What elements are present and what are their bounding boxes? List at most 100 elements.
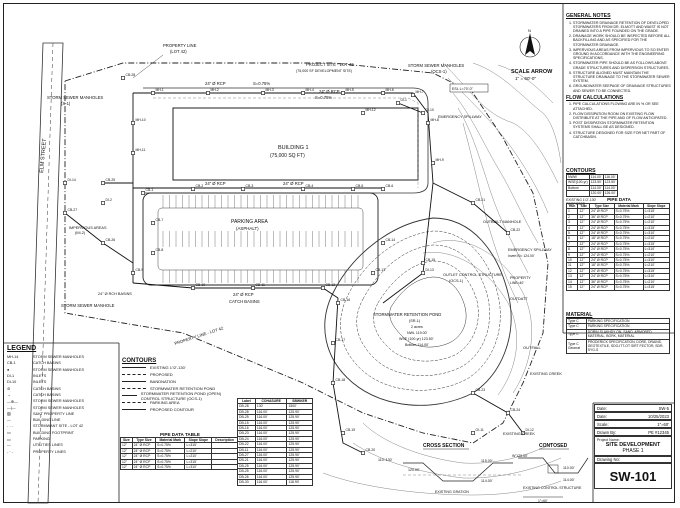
contour-legend-label: STORMWATER RETENTION POND	[150, 386, 216, 391]
legend-item: ●STORM SEWER MANHOLES	[7, 367, 119, 373]
storm-manholes-top: STORM SEWER MANHOLES	[408, 63, 464, 68]
existing-creek-label-2: EXISTING CREEK	[503, 432, 535, 436]
structure-marker	[341, 431, 345, 435]
north-arrow-icon: N	[519, 28, 541, 58]
table-cell: DB-21	[237, 457, 256, 464]
structure-label: CB-6	[386, 184, 394, 188]
table-cell: DORIN SLAKHDY ON, SAND, ARMORED MATERIAL…	[585, 328, 671, 340]
table-cell: DB-25	[237, 468, 256, 475]
contour-row: WSE(100-yr)123.50'123.50'	[566, 179, 618, 186]
structure-marker	[421, 261, 425, 265]
structure-marker	[506, 231, 510, 235]
structure-marker	[121, 76, 125, 80]
table-cell: DB-28	[237, 408, 256, 416]
contour-legend-item: PARKING AREA	[122, 399, 228, 406]
contour-cell: WSE(100-yr)	[566, 179, 590, 186]
structure-marker	[381, 91, 385, 95]
note-item: STRUCTURE ALIGNED MUST MAINTAIN THE STRU…	[573, 71, 672, 84]
structure-marker	[151, 221, 155, 225]
structure-marker	[361, 451, 365, 455]
tb-row-drawing-label: Drawing No:	[594, 456, 672, 463]
pond-id: (SR-1)	[409, 319, 421, 323]
structure-marker	[336, 301, 340, 305]
flow-list: PIPE CALCULATIONS FLOWING ARE IN % OR SE…	[566, 102, 672, 139]
table-header: Type Size	[131, 436, 157, 444]
structure-marker	[261, 91, 265, 95]
scale-value: 1" = 60'-0"	[515, 76, 536, 81]
material-title: MATERIAL	[566, 312, 593, 318]
contour-line-icon	[122, 374, 146, 375]
tb-row-date: Date:SW-5	[594, 404, 672, 412]
tb-drawing-label: Drawing No:	[597, 457, 621, 462]
structure-label: CB-10	[196, 283, 206, 287]
structure-marker	[411, 93, 415, 97]
legend-item: ⊘CATCH BASINS	[7, 385, 119, 392]
pond-depth: 2 acres	[411, 325, 423, 329]
structure-marker	[381, 187, 385, 191]
tb-drawing-number: SW-101	[594, 463, 672, 489]
legend-symbol-icon: ▨	[7, 412, 11, 417]
structure-label: CB-27	[68, 208, 78, 212]
notes-title: GENERAL NOTES	[566, 13, 611, 19]
structure-label: MH-4	[306, 88, 314, 92]
note-item: STORMWATER PIPE SHOULD BE AS FOLLOWS ABO…	[573, 61, 672, 69]
structure-label: CB-23	[476, 388, 486, 392]
structure-label: MH-12	[366, 108, 376, 112]
table-cell: 24" Ø RCP	[131, 447, 157, 455]
structure-label: CB-15	[426, 258, 436, 262]
table-cell: 24" Ø RCP	[589, 284, 615, 291]
contosed-scale: 1"=60'	[538, 499, 548, 503]
contour-line-icon	[122, 388, 146, 389]
slope-label-a: S=0.75%	[253, 81, 270, 86]
table-cell: 24" Ø RCP	[589, 251, 615, 259]
legend-item: —⊕—STORM SEWER MANHOLES	[7, 398, 119, 404]
structure-marker	[351, 187, 355, 191]
structure-marker	[371, 271, 375, 275]
structure-label: CB-5	[356, 184, 364, 188]
legend-label: BUILDING FOOTPRINT	[33, 430, 74, 435]
table-cell: PRODERICK SPECIFICATION, DORE, DRAINS, G…	[585, 338, 671, 354]
table-cell: 24" Ø RCP	[589, 229, 615, 237]
table-cell: Type C Geomat	[566, 338, 587, 354]
legend-title: LEGEND	[7, 345, 37, 352]
structure-marker	[506, 411, 510, 415]
title-block: Date:SW-5 Date:10/25/2023 Scale:1"=60' D…	[594, 404, 672, 502]
cross-elev-a: 120.00'	[408, 468, 420, 472]
table-cell: DB-25	[237, 462, 256, 470]
svg-text:N: N	[528, 28, 531, 33]
tb-date-label: Date:	[597, 405, 608, 411]
legend-label: CATCH BASINS	[33, 392, 61, 397]
table-cell: S=0.75%	[155, 458, 186, 466]
slope-label-b: S=0.75%	[315, 95, 332, 100]
structure-label: MH-2	[211, 88, 219, 92]
structure-marker	[101, 201, 105, 205]
structure-label: CB-25	[106, 178, 116, 182]
contour-legend-item: EXISTING 1'/2'-130'	[122, 364, 228, 371]
structure-marker	[331, 341, 335, 345]
structure-label: CB-12	[326, 283, 336, 287]
table-cell: PARKING SPECIFICATION	[585, 317, 671, 325]
pond-bottom: Bottom 114.00'	[405, 343, 429, 347]
property-label: PROPERTY	[510, 276, 531, 280]
outlet-struct: OUTLET CONTROL STRUCTURE	[443, 273, 502, 277]
table-cell: 24" Ø RCP	[589, 257, 615, 264]
table-cell: S=0.75%	[155, 442, 186, 449]
table-header: SBWKER	[286, 397, 313, 405]
pond-name: STORMWATER RETENTION POND	[373, 312, 441, 317]
